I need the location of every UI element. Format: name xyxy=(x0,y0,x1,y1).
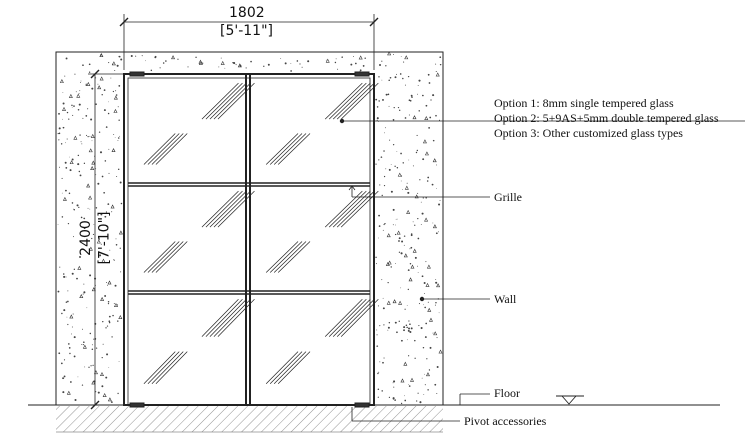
glass-option-3: Option 3: Other customized glass types xyxy=(494,126,683,140)
pivot-accessories-label: Pivot accessories xyxy=(464,414,547,428)
glass-option-2: Option 2: 5+9AS+5mm double tempered glas… xyxy=(494,111,719,125)
door-frame xyxy=(123,73,375,406)
height-mm-label: 2400 xyxy=(77,220,94,256)
concrete-speckle-texture xyxy=(57,51,443,405)
ground-hatch xyxy=(56,406,443,432)
glass-option-1: Option 1: 8mm single tempered glass xyxy=(494,96,674,110)
floor-level-symbol xyxy=(556,395,584,405)
leader-lines xyxy=(339,118,745,422)
grille-label: Grille xyxy=(494,190,522,204)
floor-label: Floor xyxy=(494,386,521,400)
height-dimension-line xyxy=(88,69,124,410)
height-imperial-label: [7'-10"] xyxy=(96,211,113,265)
width-dimension-line xyxy=(119,14,379,70)
grille-bars xyxy=(128,182,370,295)
pivot-hardware xyxy=(129,71,370,408)
width-mm-label: 1802 xyxy=(229,5,265,21)
wall-label: Wall xyxy=(494,292,517,306)
width-imperial-label: [5'-11"] xyxy=(220,23,273,39)
